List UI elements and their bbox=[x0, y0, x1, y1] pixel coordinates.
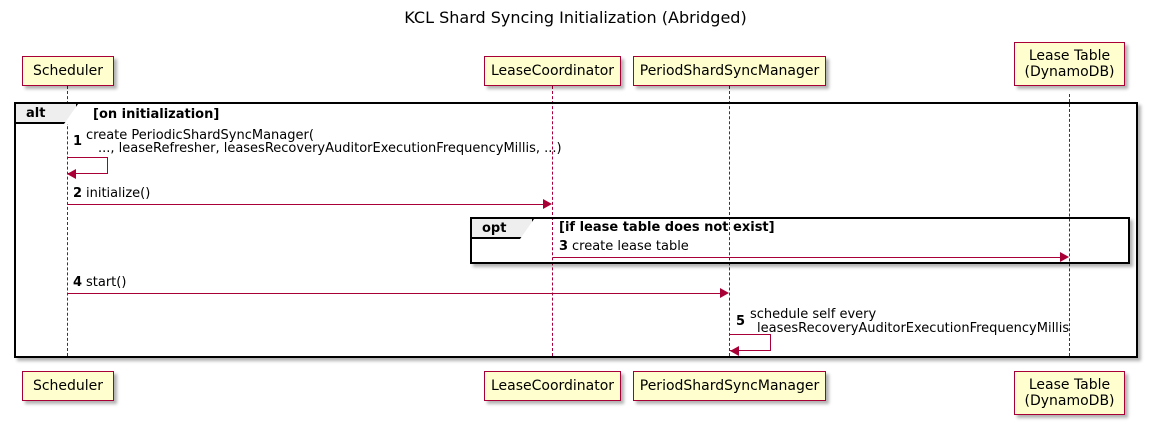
participant-period-shard-sync-manager-bottom[interactable]: PeriodShardSyncManager bbox=[633, 371, 826, 401]
message-1-arrowhead bbox=[67, 169, 76, 179]
message-3-number: 3 bbox=[559, 239, 569, 254]
message-4-number: 4 bbox=[73, 275, 83, 290]
participant-lease-coordinator-top[interactable]: LeaseCoordinator bbox=[484, 56, 621, 86]
participant-scheduler-bottom[interactable]: Scheduler bbox=[22, 371, 114, 401]
page-title: KCL Shard Syncing Initialization (Abridg… bbox=[404, 8, 747, 27]
participant-period-shard-sync-manager-label-bottom: PeriodShardSyncManager bbox=[639, 378, 820, 394]
participant-period-shard-sync-manager-top[interactable]: PeriodShardSyncManager bbox=[633, 56, 826, 86]
lifeline-period-shard-sync-manager bbox=[729, 86, 730, 356]
message-5-self-loop[interactable] bbox=[730, 334, 771, 351]
lifeline-lease-coordinator bbox=[552, 86, 553, 356]
message-3-arrowhead bbox=[1060, 252, 1069, 262]
message-2-number: 2 bbox=[73, 186, 83, 201]
participant-period-shard-sync-manager-label: PeriodShardSyncManager bbox=[639, 63, 820, 79]
message-2-label: initialize() bbox=[86, 186, 151, 201]
message-3-line[interactable] bbox=[553, 257, 1061, 258]
participant-scheduler-top[interactable]: Scheduler bbox=[22, 56, 114, 86]
participant-lease-table-label-line1: Lease Table bbox=[1028, 48, 1111, 64]
fragment-opt-tab-notch bbox=[520, 219, 534, 239]
participant-scheduler-label-bottom: Scheduler bbox=[32, 378, 104, 394]
fragment-opt-guard: [if lease table does not exist] bbox=[559, 220, 775, 235]
lifeline-scheduler bbox=[67, 86, 68, 356]
message-1-self-loop[interactable] bbox=[67, 157, 108, 174]
message-2-arrowhead bbox=[543, 199, 552, 209]
fragment-alt-operator: alt bbox=[26, 105, 46, 121]
message-4-arrowhead bbox=[720, 288, 729, 298]
participant-lease-table-top[interactable]: Lease Table (DynamoDB) bbox=[1014, 42, 1125, 86]
participant-scheduler-label: Scheduler bbox=[32, 63, 104, 79]
message-4-label: start() bbox=[86, 275, 127, 290]
message-5-arrowhead bbox=[730, 346, 739, 356]
message-5-number: 5 bbox=[736, 314, 746, 329]
fragment-alt-guard: [on initialization] bbox=[93, 107, 220, 122]
message-5-label-line1: schedule self every bbox=[750, 307, 877, 322]
message-1-label-line1: create PeriodicShardSyncManager( bbox=[86, 128, 314, 143]
participant-lease-table-label-line2: (DynamoDB) bbox=[1024, 64, 1115, 80]
message-2-line[interactable] bbox=[67, 204, 544, 205]
participant-lease-table-bottom[interactable]: Lease Table (DynamoDB) bbox=[1014, 371, 1125, 415]
participant-lease-coordinator-label-bottom: LeaseCoordinator bbox=[490, 378, 615, 394]
fragment-alt-tab-notch bbox=[64, 104, 78, 124]
message-1-label-line2: ..., leaseRefresher, leasesRecoveryAudit… bbox=[98, 141, 562, 156]
fragment-alt bbox=[14, 102, 1138, 358]
fragment-opt bbox=[470, 217, 1130, 264]
message-1-number: 1 bbox=[73, 134, 83, 149]
participant-lease-coordinator-bottom[interactable]: LeaseCoordinator bbox=[484, 371, 621, 401]
message-5-label-line2: leasesRecoveryAuditorExecutionFrequencyM… bbox=[757, 321, 1070, 336]
message-4-line[interactable] bbox=[67, 293, 721, 294]
participant-lease-coordinator-label: LeaseCoordinator bbox=[490, 63, 615, 79]
participant-lease-table-label-bottom-line2: (DynamoDB) bbox=[1024, 393, 1115, 409]
fragment-opt-operator: opt bbox=[482, 220, 507, 236]
lifeline-lease-table bbox=[1069, 94, 1070, 356]
message-3-label: create lease table bbox=[572, 239, 689, 254]
participant-lease-table-label-bottom-line1: Lease Table bbox=[1028, 377, 1111, 393]
